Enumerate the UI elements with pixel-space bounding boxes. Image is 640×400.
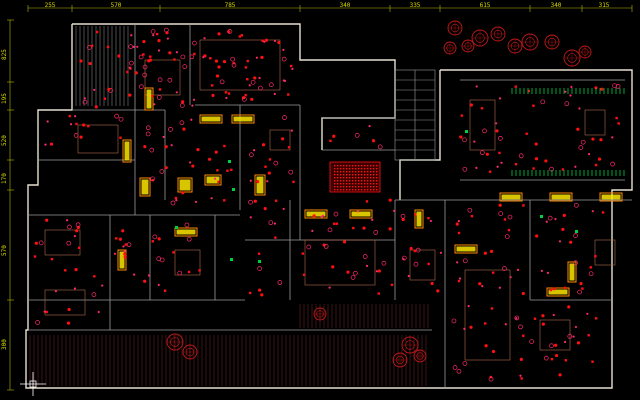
balcony-hatch [29, 304, 429, 386]
dim-label: 570 [110, 2, 122, 9]
tree-icon [166, 20, 592, 368]
left-dimension-line [7, 19, 14, 391]
stair-icon [394, 69, 436, 161]
dim-label: 195 [1, 93, 8, 104]
dim-label: 300 [1, 339, 8, 350]
dim-label: 340 [550, 2, 562, 9]
dim-label: 255 [44, 2, 56, 9]
furniture-outlines [44, 39, 616, 361]
light-fixture-icon [33, 27, 621, 382]
dim-label: 615 [479, 2, 491, 9]
green-markers [175, 88, 625, 263]
dim-label: 570 [1, 245, 8, 256]
dim-label: 315 [598, 2, 610, 9]
carpet-pattern [334, 165, 378, 191]
linear-light-strips [117, 87, 623, 297]
top-dimension-line [27, 5, 633, 12]
dim-label: 170 [1, 173, 8, 184]
crosshair-cursor-icon [20, 372, 46, 396]
dim-label: 340 [339, 2, 351, 9]
dim-label: 825 [1, 49, 8, 60]
dim-label: 785 [224, 2, 236, 9]
garage-rails [75, 26, 129, 106]
dim-label: 335 [409, 2, 421, 9]
dim-label: 520 [1, 135, 8, 146]
